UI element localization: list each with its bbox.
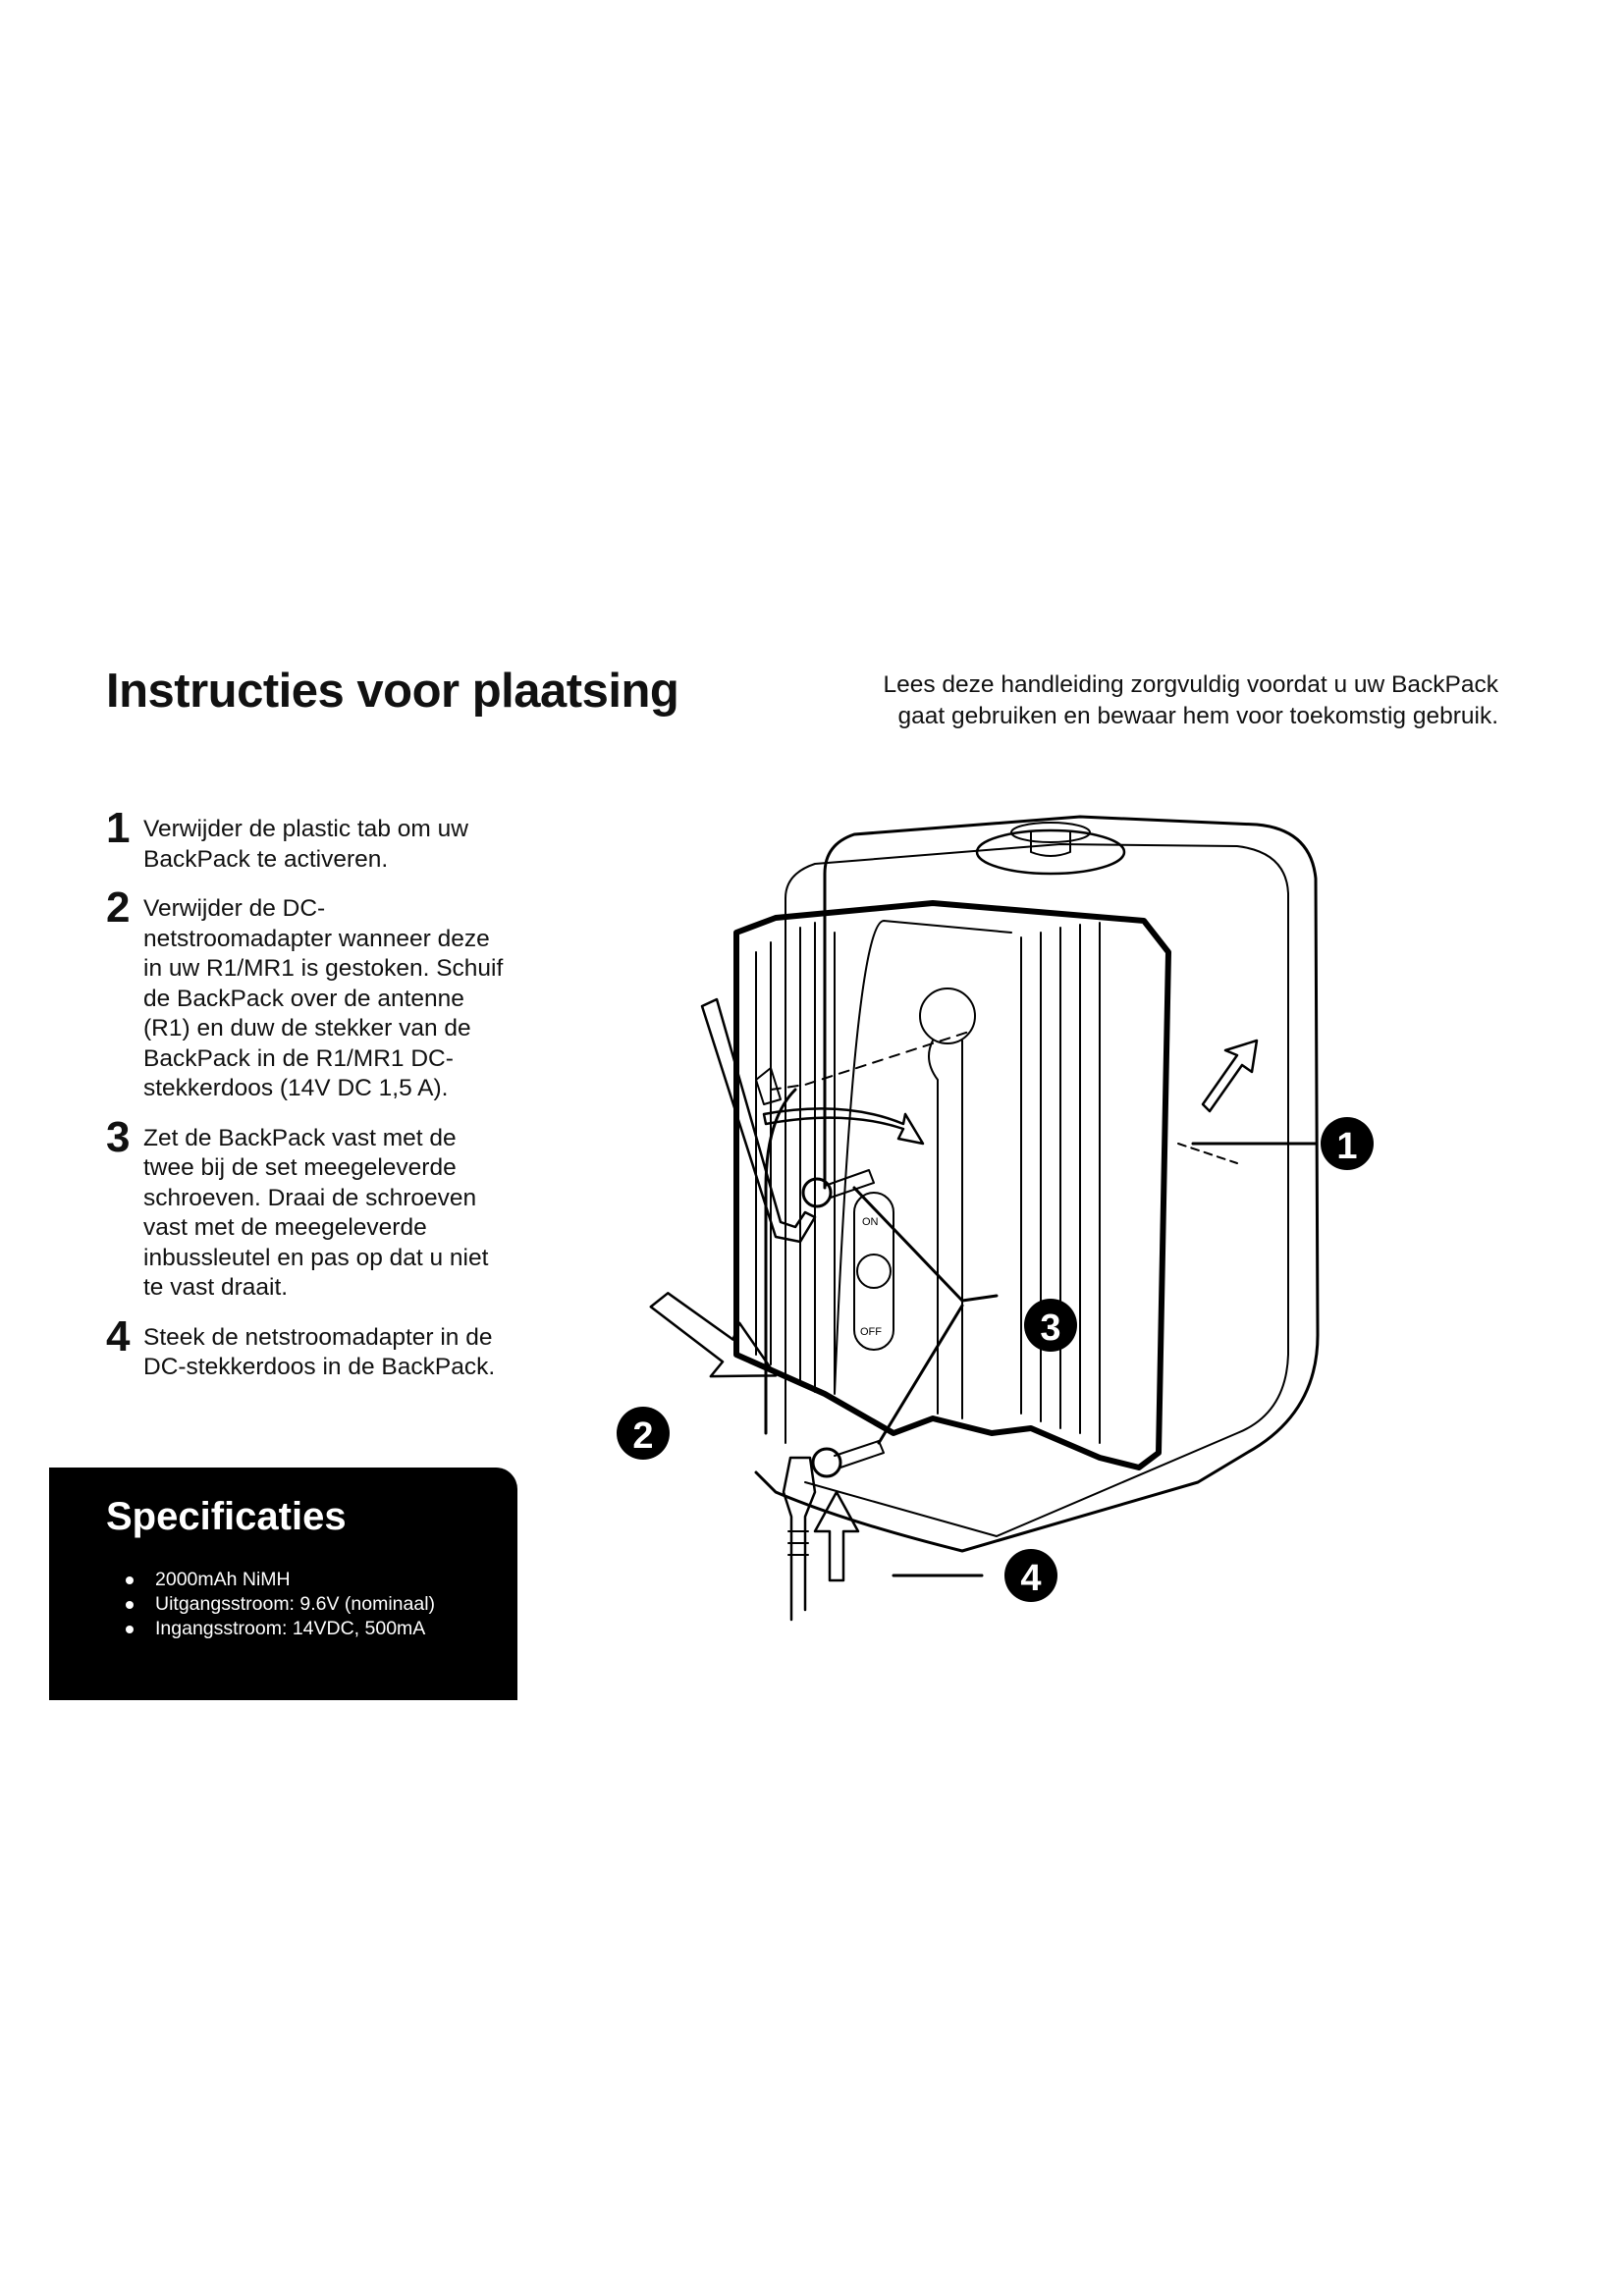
backpack-unit: ON OFF (733, 900, 1171, 1470)
spec-item: Ingangsstroom: 14VDC, 500mA (122, 1617, 435, 1641)
callout-3: 3 (1024, 1299, 1077, 1352)
intro-line: gaat gebruiken en bewaar hem voor toekom… (897, 703, 1499, 729)
spec-item: Uitgangsstroom: 9.6V (nominaal) (122, 1592, 435, 1617)
step-number: 1 (106, 804, 131, 852)
specifications-box: Specificaties 2000mAh NiMH Uitgangsstroo… (49, 1468, 517, 1700)
dc-plug (782, 1456, 817, 1622)
installation-steps: 1 Verwijder de plastic tab om uw BackPac… (106, 807, 538, 1403)
callout-number: 4 (1020, 1558, 1041, 1599)
step-2: 2 Verwijder de DC- netstroomadapter wann… (106, 886, 538, 1104)
step-4: 4 Steek de netstroomadapter in de DC-ste… (106, 1314, 538, 1383)
arrow-up (813, 1490, 860, 1582)
page-title: Instructies voor plaatsing (106, 665, 679, 718)
step-text: Steek de netstroomadapter in de DC-stekk… (143, 1323, 496, 1381)
curved-arrow (762, 1107, 925, 1146)
specifications-list: 2000mAh NiMH Uitgangsstroom: 9.6V (nomin… (122, 1568, 435, 1641)
screws (801, 1169, 885, 1478)
arrow-lift (1201, 1039, 1259, 1113)
callout-number: 2 (632, 1415, 653, 1457)
callout-4: 4 (1004, 1549, 1057, 1602)
step-text: Verwijder de plastic tab om uw BackPack … (143, 816, 468, 873)
switch-on-label: ON (862, 1216, 879, 1228)
intro-line: Lees deze handleiding zorgvuldig voordat… (883, 671, 1498, 698)
step-number: 4 (106, 1311, 131, 1361)
backpack-installation-diagram: ON OFF 1 2 3 4 (617, 815, 1374, 1622)
step-3: 3 Zet de BackPack vast met de twee bij d… (106, 1115, 538, 1304)
step-text: Verwijder de DC- netstroomadapter wannee… (143, 895, 504, 1101)
specifications-title: Specificaties (106, 1495, 347, 1538)
intro-text: Lees deze handleiding zorgvuldig voordat… (815, 669, 1498, 732)
radio-body (754, 815, 1320, 1553)
switch-off-label: OFF (860, 1326, 882, 1338)
callout-number: 3 (1040, 1308, 1060, 1349)
spec-item: 2000mAh NiMH (122, 1568, 435, 1592)
callout-1: 1 (1321, 1117, 1374, 1170)
step-1: 1 Verwijder de plastic tab om uw BackPac… (106, 807, 538, 875)
step-text: Zet de BackPack vast met de twee bij de … (143, 1124, 489, 1302)
callout-2: 2 (617, 1407, 670, 1460)
arrow-slide-in (649, 1292, 778, 1378)
callout-number: 1 (1336, 1126, 1357, 1167)
allen-key (700, 997, 973, 1244)
step-number: 2 (106, 883, 131, 932)
step-number: 3 (106, 1112, 131, 1161)
